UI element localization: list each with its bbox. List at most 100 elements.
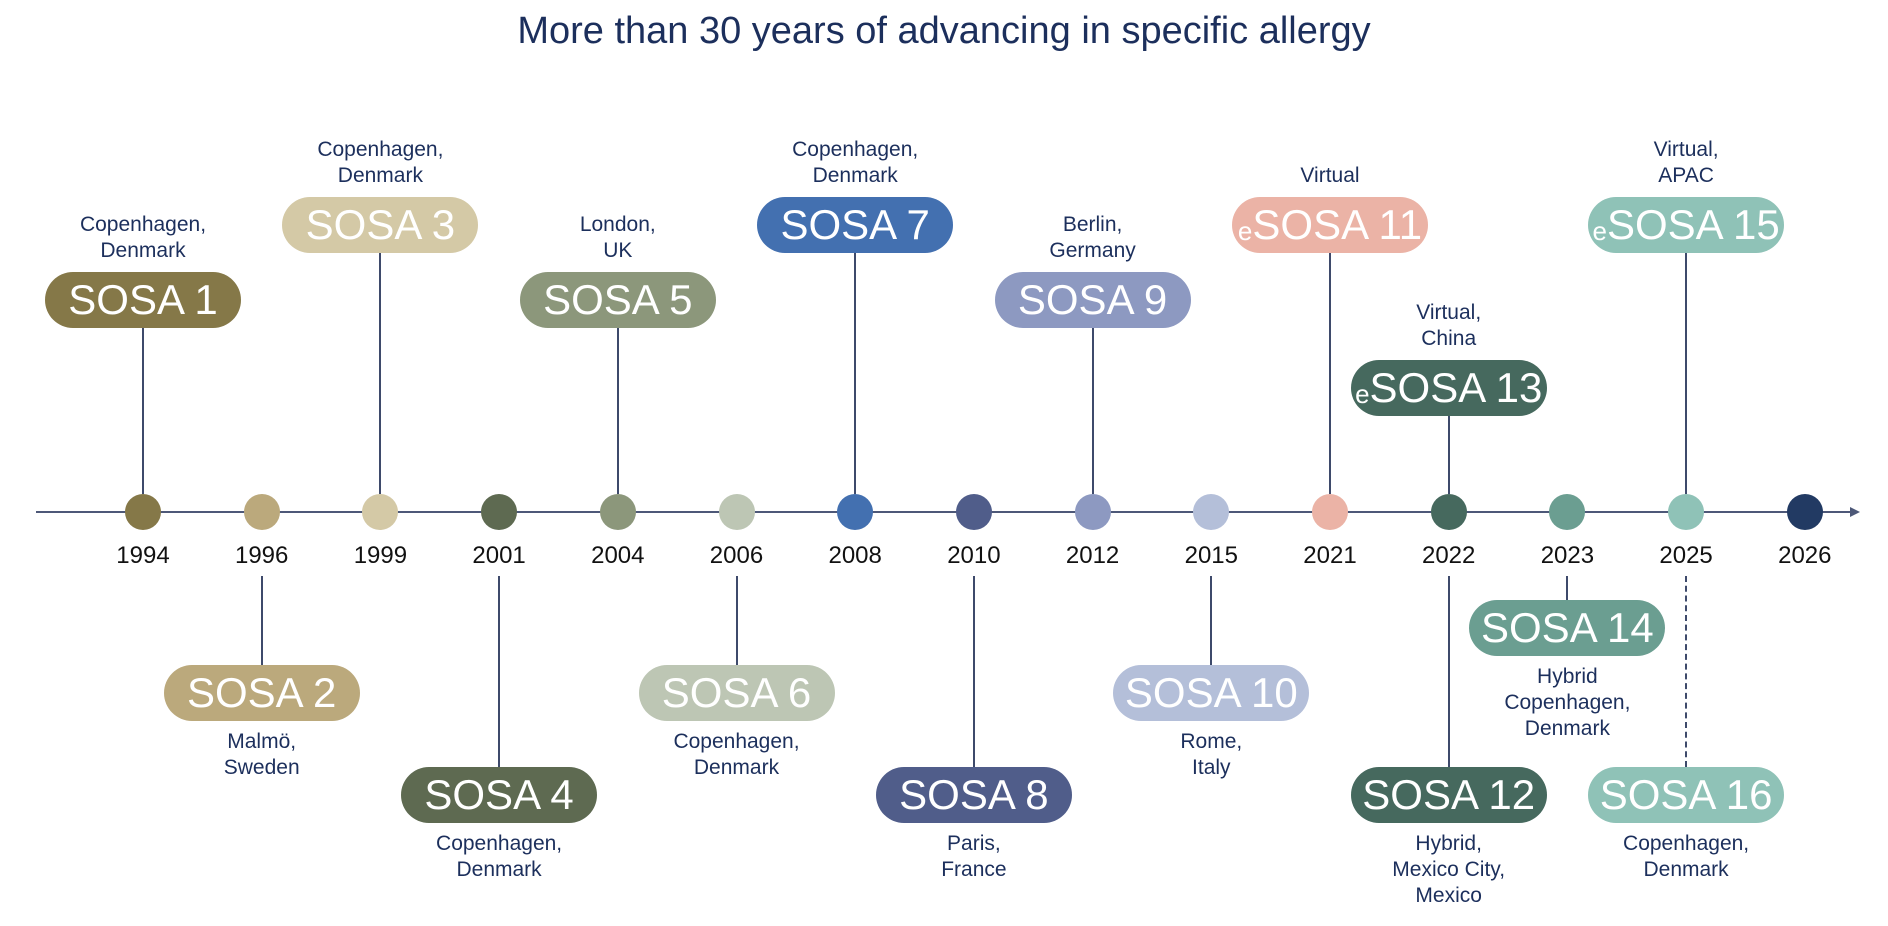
year-label: 2010 [947,542,1001,569]
sosa-3-label: SOSA 3 [305,201,456,248]
connector-line [1091,328,1094,494]
sosa-10-label: SOSA 10 [1124,669,1298,716]
year-dot [718,494,755,530]
sosa-16-pill: SOSA 16 [1588,767,1785,823]
sosa-14-pill: SOSA 14 [1469,600,1666,656]
sosa-4-location: Copenhagen, Denmark [389,831,609,883]
sosa-13-location: Virtual, China [1339,300,1559,352]
year-label: 2008 [828,542,882,569]
location-line: Hybrid [1537,665,1598,688]
location-line: Copenhagen, [79,213,207,236]
connector-line [854,253,857,494]
location-line: Mexico [1415,884,1482,907]
year-label: 2015 [1184,542,1238,569]
connector-line [1329,253,1331,494]
year-dot [837,494,874,530]
location-line: Mexico City, [1392,858,1506,881]
year-dot [1549,494,1586,530]
location-line: Virtual, [1416,301,1482,324]
year-dot [1430,494,1467,530]
sosa-14-label: SOSA 14 [1481,604,1654,651]
sosa-7-pill: SOSA 7 [757,197,954,253]
year-dot [1668,494,1705,530]
connector-line [1685,576,1688,767]
year-label: 2021 [1303,542,1357,569]
timeline-axis [36,511,1850,513]
year-label: 2025 [1659,542,1713,569]
sosa-2-location: Malmö, Sweden [152,729,372,781]
sosa-6-label: SOSA 6 [661,669,812,716]
connector-line [735,576,738,665]
sosa-5-location: London, UK [508,212,728,264]
connector-line [379,253,382,494]
sosa-16-location: Copenhagen,Denmark [1576,831,1796,883]
sosa-1-location: Copenhagen,Denmark [33,212,253,264]
location-line: APAC [1658,164,1714,187]
year-dot [1193,494,1230,530]
connector-line [142,328,144,494]
year-label: 2012 [1065,542,1120,569]
year-dot [1312,494,1348,530]
location-line: Copenhagen, [792,138,919,161]
sosa-4-label: SOSA 4 [424,771,574,818]
location-line: Hybrid, [1415,832,1482,855]
location-line: Copenhagen, [317,138,444,161]
connector-line [1210,576,1213,665]
location-line: Copenhagen, [1623,832,1750,855]
location-line: London, [579,213,656,236]
sosa-1-label: SOSA 1 [68,276,218,323]
year-label: 2001 [472,542,526,569]
sosa-15-location: Virtual,APAC [1576,137,1796,189]
sosa-8-location: Paris,France [864,831,1084,883]
sosa-13-label: SOSA 13 [1369,364,1543,411]
sosa-5-pill: SOSA 5 [519,272,716,328]
sosa-2-pill: SOSA 2 [163,665,360,721]
location-line: Copenhagen, [436,832,563,855]
connector-line [1685,253,1688,494]
location-line: Malmö, [227,730,297,753]
year-label: 1996 [234,542,289,569]
sosa-11-prefix: e [1237,215,1253,246]
sosa-11-location: Virtual [1220,163,1440,189]
connector-line [616,328,619,494]
timeline-arrow-icon [1850,507,1860,517]
location-line: Denmark [337,164,423,187]
sosa-5-label: SOSA 5 [543,276,693,323]
sosa-10-location: Rome,Italy [1101,729,1321,781]
sosa-11-label: SOSA 11 [1252,201,1423,248]
location-line: China [1421,327,1477,350]
sosa-16-label: SOSA 16 [1599,771,1773,818]
location-line: Denmark [812,164,898,187]
connector-line [1447,416,1450,494]
location-line: Berlin, [1062,213,1123,236]
location-line: Denmark [1524,717,1610,740]
sosa-4-pill: SOSA 4 [401,767,598,823]
year-dot [1786,494,1823,530]
year-dot [1074,494,1111,530]
year-label: 2023 [1540,542,1595,569]
sosa-12-pill: SOSA 12 [1350,767,1547,823]
location-line: Copenhagen, [1504,691,1631,714]
sosa-10-pill: SOSA 10 [1113,665,1310,721]
location-line: France [941,858,1007,881]
location-line: Sweden [223,756,300,779]
sosa-9-label: SOSA 9 [1017,276,1168,323]
sosa-12-label: SOSA 12 [1362,771,1536,818]
year-dot [243,494,280,530]
location-line: UK [603,239,633,262]
sosa-3-pill: SOSA 3 [282,197,479,253]
year-label: 2026 [1778,542,1832,569]
connector-line [1447,576,1450,767]
sosa-1-pill: SOSA 1 [45,272,241,328]
year-label: 1994 [116,542,170,569]
location-line: Denmark [456,858,542,881]
sosa-8-label: SOSA 8 [899,771,1049,818]
location-line: Rome, [1180,730,1243,753]
sosa-12-location: Hybrid, Mexico City, Mexico [1339,831,1559,909]
year-dot [362,494,399,530]
